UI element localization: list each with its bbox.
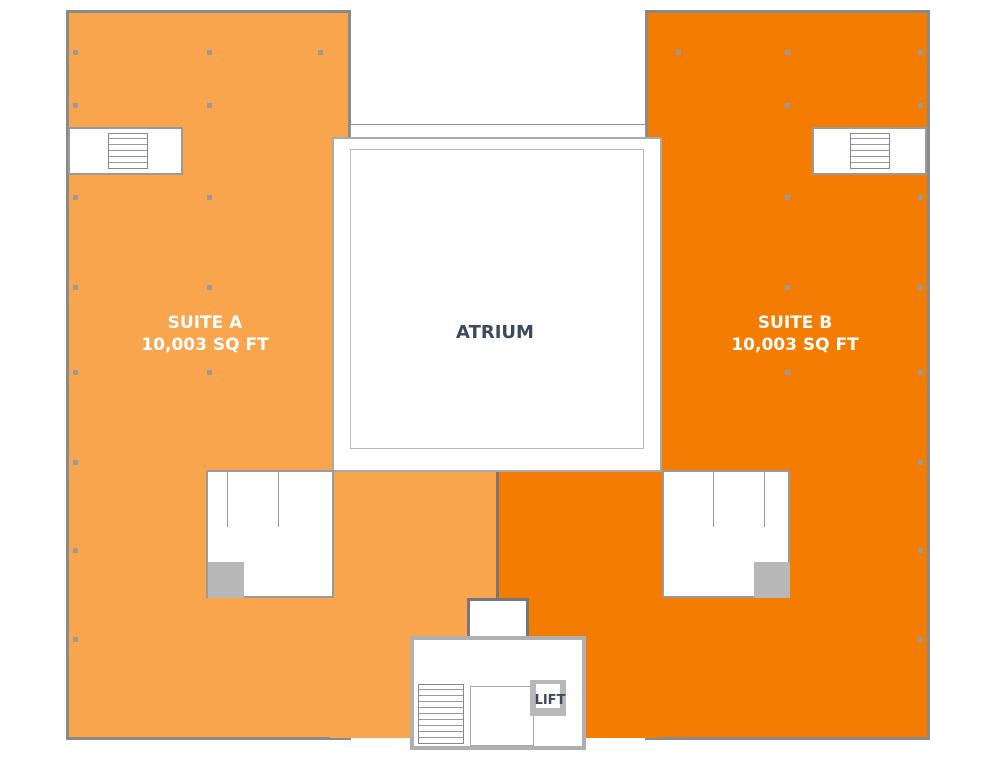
lift-label: LIFT xyxy=(534,693,566,708)
entrance-vestibule[interactable] xyxy=(467,598,529,640)
column-marker xyxy=(785,195,790,200)
column-marker xyxy=(73,637,78,642)
column-marker xyxy=(73,50,78,55)
column-marker xyxy=(918,285,923,290)
suite-b-label: SUITE B 10,003 SQ FT xyxy=(700,312,890,356)
column-marker xyxy=(918,548,923,553)
suite-a-name: SUITE A xyxy=(167,313,243,333)
stair-core-a xyxy=(68,127,183,175)
column-marker xyxy=(918,460,923,465)
restrooms-b xyxy=(662,470,790,598)
restroom-stall xyxy=(764,472,784,527)
stair-core-b xyxy=(812,127,927,175)
column-marker xyxy=(73,285,78,290)
column-marker xyxy=(207,195,212,200)
column-marker xyxy=(676,50,681,55)
column-marker xyxy=(73,103,78,108)
restroom-stall xyxy=(208,472,228,527)
column-marker xyxy=(918,637,923,642)
column-marker xyxy=(73,460,78,465)
restroom-stall xyxy=(278,472,328,527)
suite-a-label: SUITE A 10,003 SQ FT xyxy=(110,312,300,356)
column-marker xyxy=(918,195,923,200)
column-marker xyxy=(785,103,790,108)
stair-icon xyxy=(850,133,890,169)
column-marker xyxy=(207,285,212,290)
restroom-service-area xyxy=(208,562,244,598)
column-marker xyxy=(73,370,78,375)
column-marker xyxy=(73,548,78,553)
atrium-inner-outline xyxy=(350,149,644,449)
core-room xyxy=(470,686,534,746)
restroom-stall xyxy=(664,472,714,527)
lift[interactable] xyxy=(530,680,566,716)
lift-car xyxy=(536,684,560,708)
column-marker xyxy=(318,50,323,55)
column-marker xyxy=(207,370,212,375)
column-marker xyxy=(207,103,212,108)
atrium[interactable] xyxy=(332,137,662,472)
suite-b-area-text: 10,003 SQ FT xyxy=(731,335,859,355)
column-marker xyxy=(918,103,923,108)
suite-a-area[interactable] xyxy=(66,10,351,740)
atrium-label: ATRIUM xyxy=(456,322,534,343)
suite-a-area-text: 10,003 SQ FT xyxy=(141,335,269,355)
atrium-top-glazing xyxy=(350,124,646,138)
restrooms-a xyxy=(206,470,334,598)
stair-icon xyxy=(418,684,464,744)
restroom-service-area xyxy=(754,562,790,598)
column-marker xyxy=(207,50,212,55)
column-marker xyxy=(785,370,790,375)
column-marker xyxy=(918,50,923,55)
column-marker xyxy=(73,195,78,200)
column-marker xyxy=(918,370,923,375)
suite-b-name: SUITE B xyxy=(757,313,833,333)
column-marker xyxy=(785,50,790,55)
stair-icon xyxy=(108,133,148,169)
suite-b-area[interactable] xyxy=(645,10,930,740)
column-marker xyxy=(785,285,790,290)
suite-divider-wall xyxy=(496,470,499,600)
